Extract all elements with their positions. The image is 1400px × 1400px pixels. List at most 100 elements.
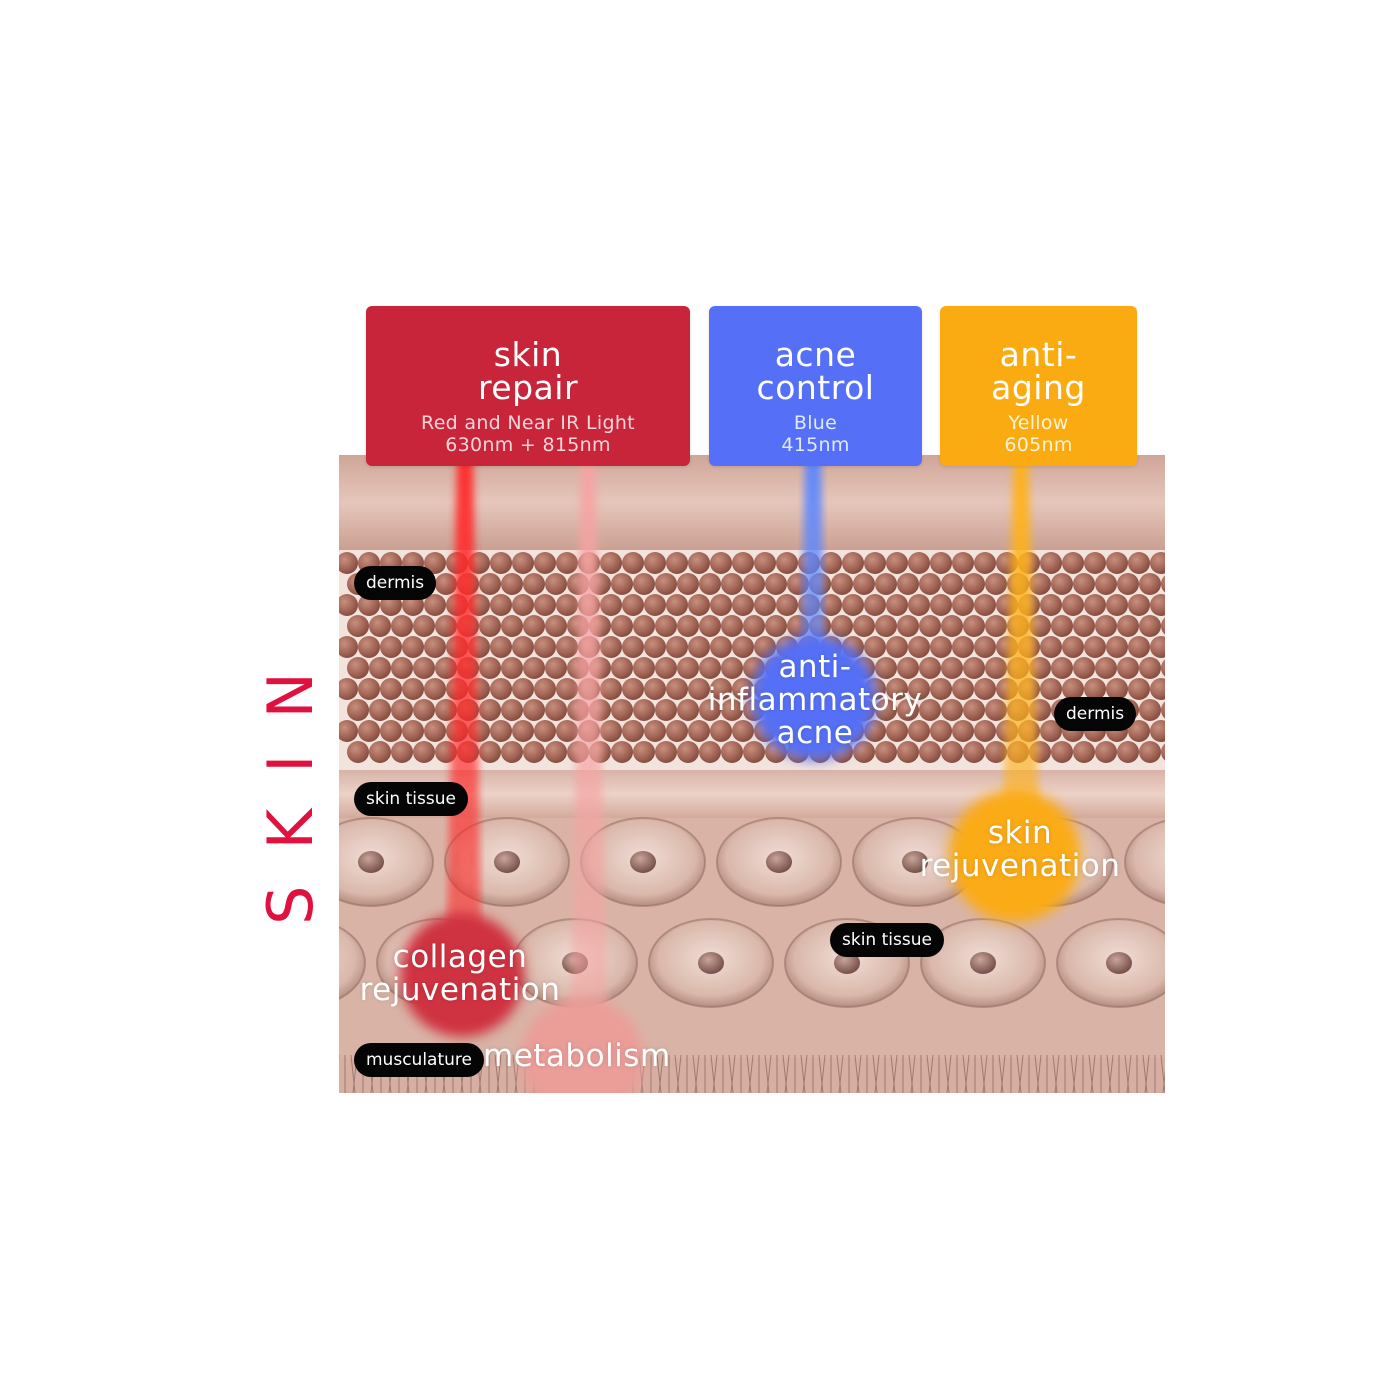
cell-nucleus	[698, 952, 724, 974]
dermis-cell	[743, 615, 765, 637]
anti-aging-card: anti- aging Yellow 605nm	[940, 306, 1137, 466]
dermis-cell	[776, 594, 798, 616]
muscle-fiber	[944, 1054, 950, 1093]
muscle-fiber	[854, 1054, 860, 1093]
cell-nucleus	[358, 851, 384, 873]
muscle-fiber	[782, 1054, 788, 1093]
dermis-cell	[897, 573, 919, 595]
dermis-cell	[339, 678, 358, 700]
dermis-cell	[776, 552, 798, 574]
dermis-cell	[435, 657, 457, 679]
dermis-cell	[1139, 699, 1161, 721]
dermis-cell	[644, 552, 666, 574]
card-wavelength-value: 605nm	[1004, 434, 1073, 456]
dermis-cell	[545, 657, 567, 679]
dermis-cell	[402, 678, 424, 700]
dermis-cell	[732, 678, 754, 700]
dermis-cell	[974, 720, 996, 742]
card-title-line2: control	[756, 368, 875, 407]
dermis-cell	[688, 594, 710, 616]
dermis-cell	[886, 678, 908, 700]
muscle-fiber	[928, 1054, 934, 1093]
dermis-cell	[358, 720, 380, 742]
pink-effect-glow	[520, 998, 644, 1093]
dermis-cell	[622, 636, 644, 658]
dermis-cell	[556, 678, 578, 700]
dermis-cell	[985, 741, 1007, 763]
blue-light-beam	[801, 455, 825, 665]
dermis-cell	[677, 657, 699, 679]
dermis-cell	[710, 594, 732, 616]
muscle-fiber	[496, 1054, 502, 1093]
muscle-fiber	[1142, 1054, 1148, 1093]
dermis-cell	[1128, 636, 1150, 658]
muscle-fiber	[908, 1054, 914, 1093]
effect-line: skin	[987, 815, 1053, 851]
dermis-cell	[1106, 678, 1128, 700]
dermis-cell	[347, 741, 369, 763]
dermis-cell	[919, 615, 941, 637]
dermis-cell	[732, 594, 754, 616]
dermis-cell	[952, 678, 974, 700]
dermis-cell	[1117, 615, 1139, 637]
dermis-cell	[600, 636, 622, 658]
muscle-fiber	[712, 1054, 718, 1093]
muscle-fiber	[1018, 1054, 1024, 1093]
dermis-cell	[952, 636, 974, 658]
dermis-cell	[842, 594, 864, 616]
dermis-cell	[534, 720, 556, 742]
dermis-cell	[1073, 657, 1095, 679]
muscle-fiber	[820, 1054, 826, 1093]
dermis-cell	[391, 699, 413, 721]
card-title-line2: aging	[991, 368, 1086, 407]
card-wavelength-label: Yellow	[1008, 412, 1069, 434]
dermis-cell	[413, 741, 435, 763]
dermis-cell	[831, 615, 853, 637]
dermis-cell	[765, 573, 787, 595]
dermis-label-left: dermis	[354, 566, 437, 600]
dermis-cell	[1095, 573, 1117, 595]
anti-inflammatory-acne-label: anti- inflammatory acne	[700, 651, 930, 750]
dermis-cell	[490, 720, 512, 742]
dermis-cell	[721, 657, 743, 679]
dermis-cell	[699, 573, 721, 595]
dermis-cell	[941, 699, 963, 721]
dermis-cell	[864, 636, 886, 658]
dermis-cell	[622, 678, 644, 700]
dermis-cell	[339, 594, 358, 616]
dermis-cell	[820, 552, 842, 574]
dermis-cell	[666, 636, 688, 658]
skin-repair-card: skin repair Red and Near IR Light 630nm …	[366, 306, 690, 466]
dermis-cell	[655, 657, 677, 679]
dermis-cell	[600, 594, 622, 616]
muscle-fiber	[656, 1054, 662, 1093]
dermis-cell	[655, 615, 677, 637]
dermis-cell	[963, 615, 985, 637]
blue-effect-glow	[752, 636, 876, 760]
dermis-cell	[1128, 594, 1150, 616]
dermis-cell	[545, 615, 567, 637]
muscle-fiber	[1144, 1054, 1150, 1093]
dermis-cell	[424, 720, 446, 742]
dermis-cell	[677, 741, 699, 763]
dermis-cell	[512, 594, 534, 616]
dermis-cell	[897, 615, 919, 637]
card-wavelength-label: Blue	[793, 412, 838, 434]
muscle-fiber	[1160, 1054, 1165, 1093]
dermis-cell	[875, 615, 897, 637]
muscle-fiber	[1034, 1054, 1040, 1093]
dermis-cell	[1128, 552, 1150, 574]
dermis-cell	[699, 615, 721, 637]
dermis-cell	[1128, 720, 1150, 742]
dermis-cell	[1161, 743, 1165, 761]
dermis-cell	[875, 573, 897, 595]
dermis-cell	[1084, 636, 1106, 658]
tissue-cell	[339, 817, 434, 907]
dermis-cell	[501, 573, 523, 595]
yellow-effect-glow	[949, 790, 1081, 922]
cell-nucleus	[630, 851, 656, 873]
dermis-cell	[1040, 552, 1062, 574]
dermis-cell	[435, 615, 457, 637]
dermis-cell	[512, 678, 534, 700]
dermis-cell	[534, 678, 556, 700]
